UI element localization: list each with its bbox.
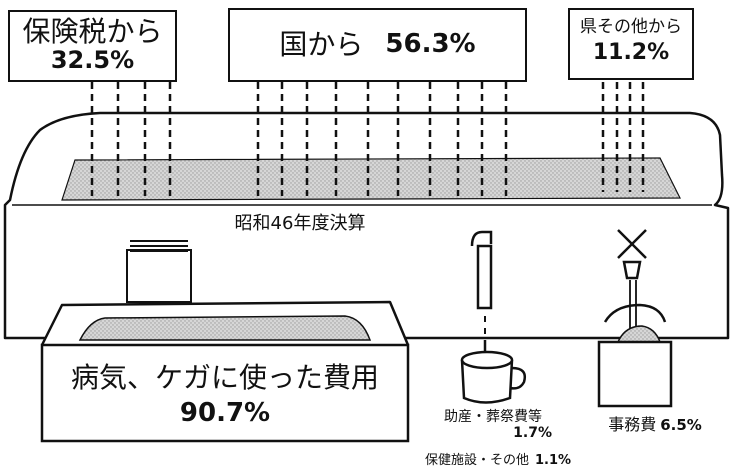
state-inflow-lines xyxy=(256,82,508,196)
source-state-label: 国から xyxy=(279,28,364,62)
ladle-icon xyxy=(126,240,192,303)
source-state-percent: 56.3% xyxy=(385,29,476,60)
expense-facilities-label: 保健施設・その他 xyxy=(425,453,530,468)
expense-facilities: 保健施設・その他 1.1% xyxy=(425,453,595,469)
expense-medical: 病気、ケガに使った費用 90.7% xyxy=(44,362,406,428)
source-insurance: 保険税から 32.5% xyxy=(8,10,177,82)
expense-administration-percent: 6.5% xyxy=(660,416,702,434)
source-insurance-label: 保険税から xyxy=(22,15,163,48)
source-insurance-percent: 32.5% xyxy=(50,46,135,75)
source-state: 国から 56.3% xyxy=(228,8,527,82)
expense-medical-label: 病気、ケガに使った費用 xyxy=(70,361,379,394)
medical-basin xyxy=(40,300,410,443)
faucet-icon xyxy=(470,230,493,352)
expense-medical-percent: 90.7% xyxy=(179,398,271,429)
budget-liquid xyxy=(61,157,681,201)
expense-facilities-percent: 1.1% xyxy=(535,453,572,468)
insurance-inflow-lines xyxy=(90,82,172,196)
expense-administration: 事務費 6.5% xyxy=(590,416,720,434)
expense-administration-label: 事務費 xyxy=(608,415,657,434)
source-prefecture-label: 県その他から xyxy=(580,17,682,37)
prefecture-inflow-lines xyxy=(601,82,645,192)
source-prefecture-other: 県その他から 11.2% xyxy=(568,8,694,80)
expense-birth-funeral: 助産・葬祭費等 1.7% xyxy=(428,409,558,441)
budget-title: 昭和46年度決算 xyxy=(234,213,366,234)
admin-pot xyxy=(597,303,673,408)
cup-icon xyxy=(460,350,526,404)
expense-birth-funeral-label: 助産・葬祭費等 xyxy=(444,409,542,425)
valve-icon xyxy=(617,229,647,342)
source-prefecture-percent: 11.2% xyxy=(592,40,670,66)
expense-birth-funeral-percent: 1.7% xyxy=(513,424,552,441)
